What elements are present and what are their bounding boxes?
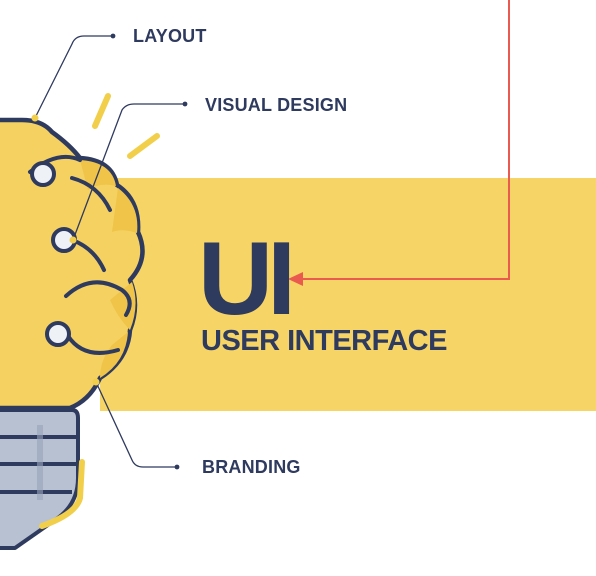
label-layout: LAYOUT (133, 26, 207, 46)
label-branding: BRANDING (202, 457, 301, 477)
headline-ui: UI (198, 221, 296, 337)
arrow-icon (288, 0, 510, 286)
leader-dots (110, 33, 188, 470)
yellow-band (100, 178, 596, 411)
bulb-base-icon (0, 408, 80, 550)
light-ray-icon (39, 93, 160, 529)
anchor-dots (31, 114, 100, 386)
label-visual-design: VISUAL DESIGN (205, 95, 348, 115)
headline-subtitle: USER INTERFACE (201, 325, 447, 357)
leader-lines (34, 35, 184, 468)
lightbulb-brain-icon (0, 117, 145, 411)
